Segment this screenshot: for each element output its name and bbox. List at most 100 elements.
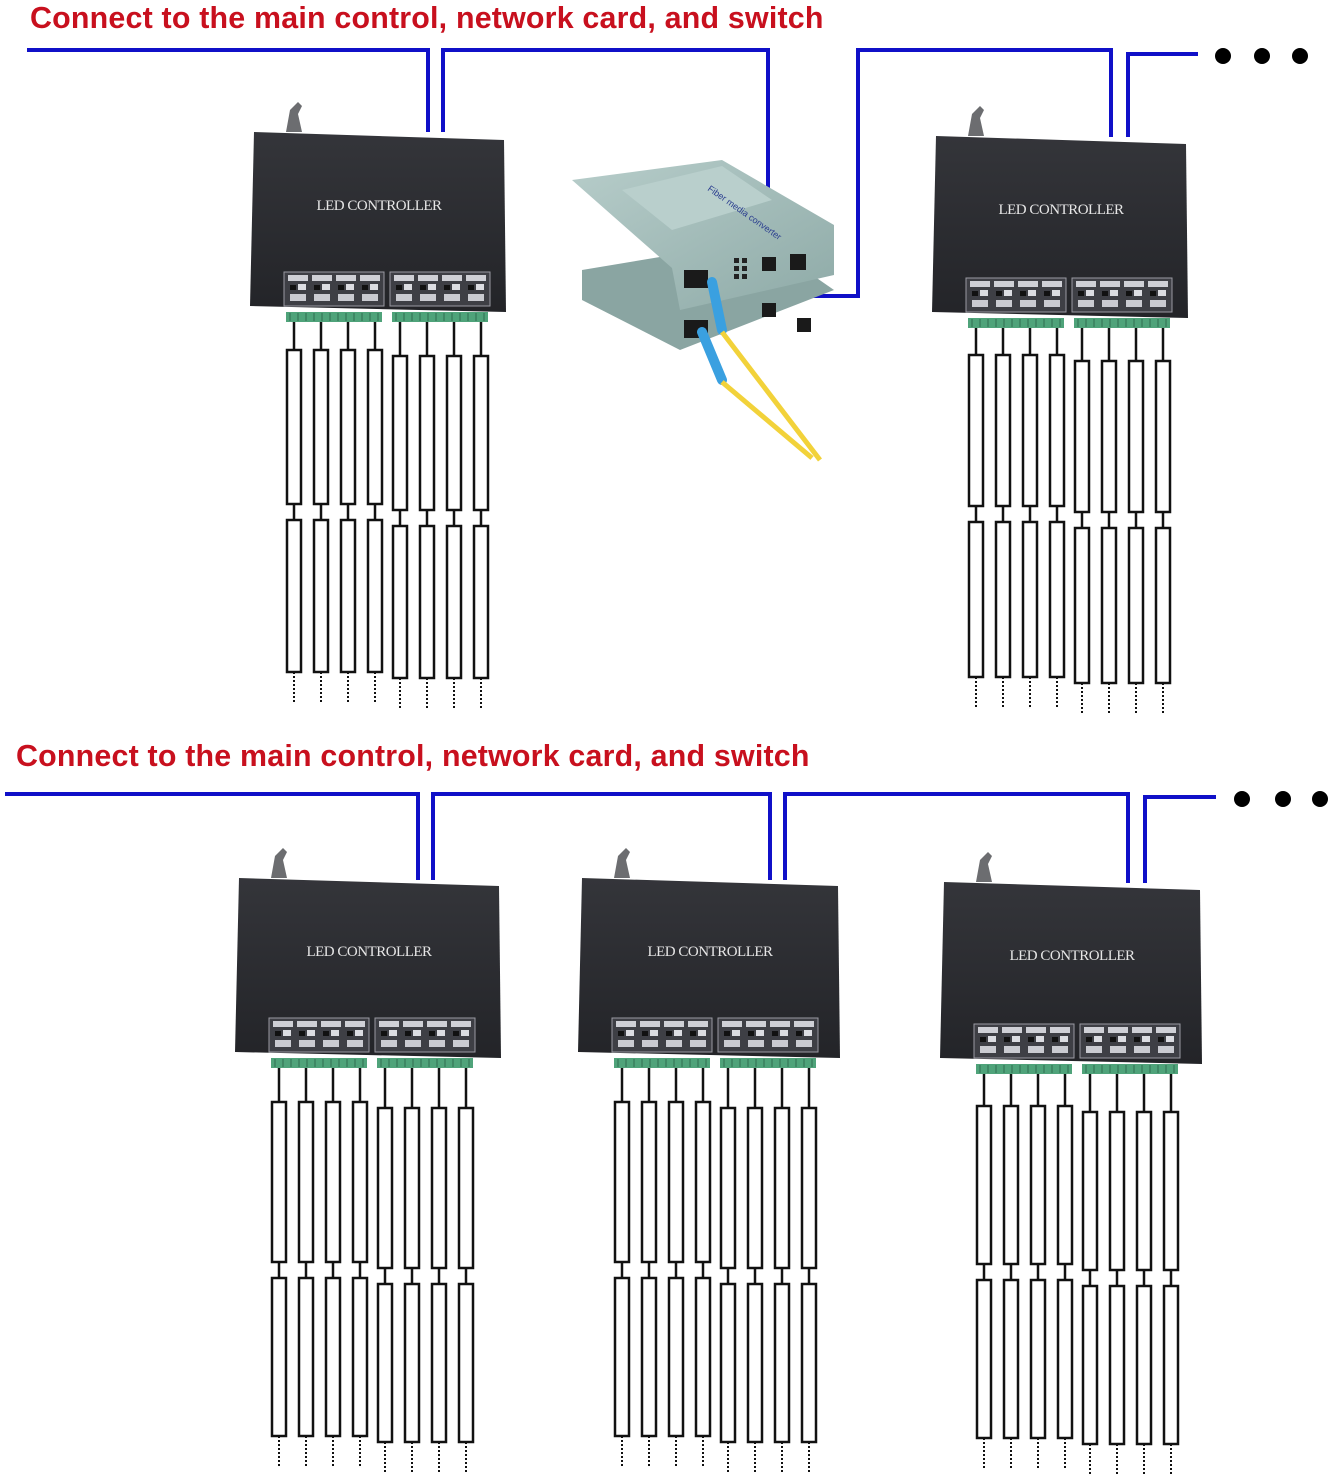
port-pins	[1078, 300, 1094, 307]
light-strip	[430, 1068, 448, 1472]
strip-segment	[457, 1282, 475, 1444]
rj45-port	[762, 303, 776, 317]
port-label	[978, 1027, 998, 1033]
port-text	[1110, 290, 1118, 296]
strip-segment	[1073, 526, 1091, 685]
strip-segment	[430, 1282, 448, 1444]
strip-segment	[339, 348, 357, 506]
light-strip	[312, 322, 330, 702]
port-text	[1142, 1036, 1150, 1042]
port-pins	[666, 1040, 682, 1047]
controller-label: LED CONTROLLER	[998, 202, 1124, 218]
light-strip	[967, 328, 985, 707]
light-strip	[1056, 1074, 1074, 1468]
strip-segment	[1056, 1278, 1074, 1440]
port-label	[746, 1021, 766, 1027]
terminal-block	[614, 1058, 710, 1068]
network-cable	[431, 792, 772, 880]
port-text	[756, 1030, 764, 1036]
port-pins	[1028, 1046, 1044, 1053]
strip-segment	[1162, 1110, 1180, 1272]
strip-segment	[1029, 1278, 1047, 1440]
terminal-block	[720, 1058, 816, 1068]
port-pins	[618, 1040, 634, 1047]
strip-segment	[1100, 526, 1118, 685]
strip-segment	[1081, 1284, 1099, 1446]
power-port	[797, 318, 811, 332]
light-strip	[445, 322, 463, 708]
controller-label: LED CONTROLLER	[647, 944, 773, 960]
port-label	[394, 275, 414, 281]
port-text	[1094, 1036, 1102, 1042]
port-led	[748, 1031, 754, 1036]
strip-segment	[403, 1106, 421, 1270]
port-led	[314, 285, 320, 290]
port-led	[429, 1031, 435, 1036]
light-strip	[418, 322, 436, 708]
controller-body	[578, 878, 840, 1058]
port-pins	[1126, 300, 1142, 307]
port-led	[980, 1037, 986, 1042]
ellipsis-dot	[1312, 791, 1328, 807]
light-strip	[1073, 328, 1091, 713]
port-pins	[429, 1040, 445, 1047]
strip-segment	[285, 348, 303, 506]
port-text	[307, 1030, 315, 1036]
port-pins	[453, 1040, 469, 1047]
port-text	[1134, 290, 1142, 296]
strip-segment	[366, 348, 384, 506]
strip-segment	[418, 354, 436, 512]
network-cables	[5, 48, 1216, 883]
port-led	[405, 1031, 411, 1036]
strip-segment	[1135, 1110, 1153, 1272]
strip-segment	[1154, 526, 1172, 685]
port-label	[1042, 281, 1062, 287]
port-text	[298, 284, 306, 290]
port-text	[1012, 1036, 1020, 1042]
strip-segment	[773, 1106, 791, 1270]
port-label	[403, 1021, 423, 1027]
port-led	[275, 1031, 281, 1036]
port-label	[1124, 281, 1144, 287]
port-text	[437, 1030, 445, 1036]
port-pins	[314, 294, 330, 301]
port-text	[1052, 290, 1060, 296]
port-pins	[1110, 1046, 1126, 1053]
network-cable	[765, 48, 1113, 298]
port-pins	[980, 1046, 996, 1053]
port-text	[461, 1030, 469, 1036]
port-text	[780, 1030, 788, 1036]
port-pins	[1086, 1046, 1102, 1053]
port-led	[468, 285, 474, 290]
power-connector	[968, 106, 984, 136]
port-pins	[724, 1040, 740, 1047]
strip-segment	[366, 518, 384, 674]
terminal-block	[271, 1058, 367, 1068]
port-led	[453, 1031, 459, 1036]
power-connector	[614, 848, 630, 878]
port-led	[362, 285, 368, 290]
strip-segment	[312, 518, 330, 674]
rj45-port	[762, 257, 776, 271]
strip-segment	[391, 524, 409, 680]
port-led	[444, 285, 450, 290]
port-pins	[468, 294, 484, 301]
ellipsis-dot	[1234, 791, 1250, 807]
port-label	[360, 275, 380, 281]
port-led	[1028, 1037, 1034, 1042]
strip-segment	[472, 354, 490, 512]
network-cable	[27, 48, 430, 132]
heading-top: Connect to the main control, network car…	[30, 0, 824, 35]
port-label	[770, 1021, 790, 1027]
port-pins	[323, 1040, 339, 1047]
port-text	[1158, 290, 1166, 296]
port-led	[724, 1031, 730, 1036]
light-strip	[324, 1068, 342, 1466]
port-label	[1108, 1027, 1128, 1033]
port-led	[1078, 291, 1084, 296]
strip-segment	[1073, 359, 1091, 514]
strip-segment	[1021, 353, 1039, 508]
port-text	[322, 284, 330, 290]
strip-segment	[667, 1276, 685, 1438]
port-label	[336, 275, 356, 281]
